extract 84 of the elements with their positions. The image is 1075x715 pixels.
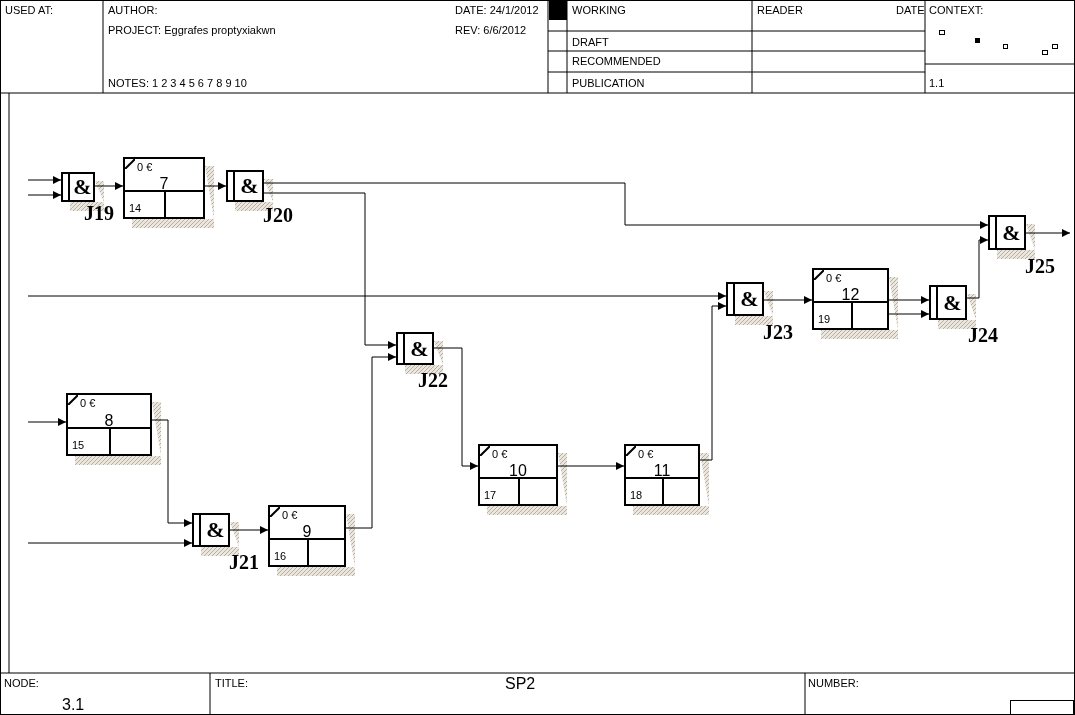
process-box	[812, 268, 889, 330]
reference-number: 14	[129, 203, 142, 214]
table-label: NODE:	[4, 677, 39, 690]
arrow	[27, 191, 62, 199]
table-label: CONTEXT:	[929, 4, 984, 17]
junction-symbol: &	[205, 516, 226, 544]
junction-box	[726, 282, 764, 316]
table-label: REV: 6/6/2012	[455, 24, 527, 37]
process-box	[66, 393, 152, 456]
cost-text: 0 €	[282, 510, 298, 521]
junction-box	[226, 170, 264, 202]
junction-box	[192, 513, 230, 547]
junction-symbol: &	[409, 334, 430, 363]
junction-label: J23	[763, 322, 793, 342]
table-label: 3.1	[62, 696, 85, 714]
reference-number: 16	[274, 551, 287, 562]
process-box	[624, 444, 700, 506]
junction-box	[988, 215, 1026, 250]
arrow	[27, 176, 62, 184]
table-label: READER	[757, 4, 803, 17]
arrow	[27, 292, 727, 300]
junction-symbol: &	[239, 172, 260, 200]
junction-symbol: &	[942, 288, 963, 317]
table-label: PROJECT: Eggrafes proptyxiakwn	[108, 24, 276, 37]
junction-symbol: &	[72, 174, 93, 200]
junction-box	[61, 172, 95, 202]
junction-label: J24	[968, 325, 998, 345]
table-label: 1.1	[929, 77, 945, 90]
junction-box	[929, 285, 967, 320]
arrow	[27, 418, 67, 426]
arrow	[699, 302, 727, 461]
arrow	[1025, 229, 1071, 237]
arrow	[433, 347, 479, 470]
cost-text: 0 €	[638, 449, 654, 460]
process-box	[478, 444, 558, 506]
arrow	[204, 182, 227, 190]
arrow	[345, 353, 397, 529]
arrow	[763, 296, 813, 304]
process-box	[123, 157, 205, 219]
process-number: 8	[103, 413, 115, 429]
table-label: RECOMMENDED	[572, 55, 661, 68]
arrow	[888, 296, 930, 304]
reference-number: 15	[72, 440, 85, 451]
junction-symbol: &	[1001, 218, 1022, 247]
cost-text: 0 €	[80, 398, 96, 409]
junction-label: J22	[418, 370, 448, 390]
table-label: USED AT:	[5, 4, 54, 17]
table-label: DATE	[896, 4, 925, 17]
arrow	[966, 236, 989, 299]
reference-number: 19	[818, 314, 831, 325]
table-label: NUMBER:	[808, 677, 859, 690]
table-label: AUTHOR:	[108, 4, 158, 17]
arrow	[263, 192, 397, 349]
arrow	[151, 419, 193, 527]
junction-label: J21	[229, 552, 259, 572]
junction-symbol: &	[739, 285, 760, 313]
process-number: 9	[301, 524, 313, 540]
arrow	[263, 182, 989, 229]
table-label: DRAFT	[572, 36, 609, 49]
junction-box	[396, 332, 434, 365]
cost-text: 0 €	[137, 162, 153, 173]
arrow	[557, 462, 625, 470]
arrow	[888, 310, 930, 318]
arrow	[27, 539, 193, 547]
table-label: SP2	[505, 675, 536, 693]
junction-label: J25	[1025, 256, 1055, 276]
table-label: DATE: 24/1/2012	[455, 4, 539, 17]
junction-label: J19	[84, 203, 114, 223]
process-number: 7	[158, 176, 170, 192]
reference-number: 17	[484, 490, 497, 501]
table-label: TITLE:	[215, 677, 248, 690]
cost-text: 0 €	[826, 273, 842, 284]
cost-text: 0 €	[492, 449, 508, 460]
process-number: 11	[652, 463, 672, 479]
arrow	[94, 182, 124, 190]
table-label: WORKING	[572, 4, 626, 17]
table-label: PUBLICATION	[572, 77, 645, 90]
process-number: 10	[508, 463, 528, 479]
process-box	[268, 505, 346, 567]
process-number: 12	[840, 287, 861, 303]
reference-number: 18	[630, 490, 643, 501]
junction-label: J20	[263, 205, 293, 225]
table-label: NOTES: 1 2 3 4 5 6 7 8 9 10	[108, 77, 247, 90]
arrow	[229, 526, 269, 534]
